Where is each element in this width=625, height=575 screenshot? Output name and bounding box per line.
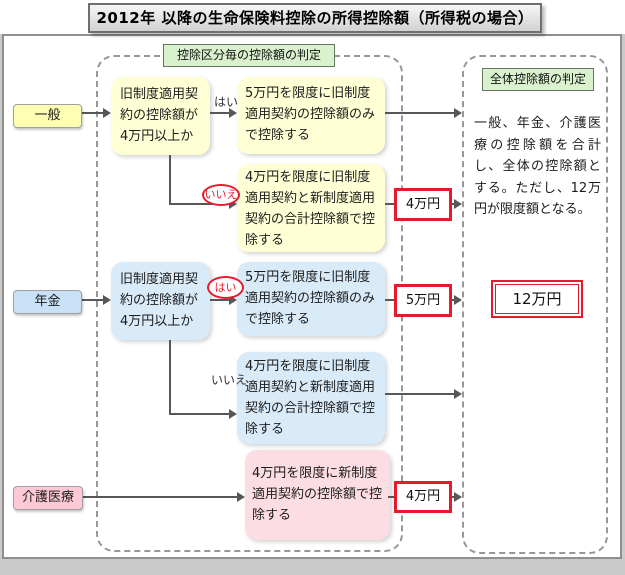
arrowhead-care-to-outcome (237, 492, 245, 502)
line-pension-amount-out (452, 299, 455, 301)
general-no-outcome-box: 4万円を限度に旧制度適用契約と新制度適用契約の合計控除額で控除する (237, 164, 385, 252)
arrowhead-pension-no-to-overall (454, 389, 462, 399)
general-no-circled-label: いいえ (202, 184, 240, 206)
arrowhead-general-no (229, 199, 237, 209)
total-amount-box: 12万円 (491, 280, 583, 318)
category-pension: 年金 (13, 290, 82, 314)
line-pension-to-amount (385, 299, 394, 301)
pension-yes-circled-label: はい (207, 276, 244, 299)
arrow-general-yes-to-overall (385, 112, 455, 114)
line-general-amount-out (452, 203, 455, 205)
page-title: 2012年 以降の生命保険料控除の所得控除額（所得税の場合） (88, 3, 542, 33)
arrowhead-general-yes-to-overall (454, 108, 462, 118)
per-category-judgement-tag: 控除区分毎の控除額の判定 (163, 44, 335, 67)
arrowhead-care-to-overall (454, 492, 462, 502)
arrowhead-pension-to-question (103, 295, 111, 305)
arrow-care-to-outcome (83, 496, 238, 498)
arrow-general-yes (210, 112, 230, 114)
elbow-pension-no-horizontal (169, 413, 230, 415)
general-yes-outcome-box: 5万円を限度に旧制度適用契約の控除額のみで控除する (237, 77, 385, 154)
line-care-amount-out (452, 496, 455, 498)
category-general: 一般 (13, 104, 82, 128)
elbow-general-no-horizontal (169, 203, 230, 205)
arrowhead-pension-yes (229, 295, 237, 305)
pension-yes-outcome-box: 5万円を限度に旧制度適用契約の控除額のみで控除する (237, 262, 385, 336)
care-amount-box: 4万円 (394, 481, 452, 513)
overall-judgement-panel (462, 55, 608, 554)
arrow-general-to-question (82, 112, 104, 114)
line-general-to-amount (385, 203, 394, 205)
arrowhead-pension-yes-to-overall (454, 295, 462, 305)
pension-no-label: いいえ (211, 373, 248, 387)
category-care: 介護医療 (13, 486, 83, 510)
arrow-pension-no-to-overall (385, 393, 455, 395)
arrow-pension-yes (210, 299, 230, 301)
arrowhead-general-no-to-overall (454, 199, 462, 209)
overall-summary-text: 一般、年金、介護医療の控除額を合計し、全体の控除額とする。ただし、12万円が限度… (474, 116, 601, 217)
arrowhead-general-to-question (103, 108, 111, 118)
elbow-general-no-vertical (169, 155, 171, 205)
general-amount-box: 4万円 (394, 188, 452, 221)
line-care-to-amount (388, 496, 394, 498)
care-outcome-box: 4万円を限度に新制度適用契約の控除額で控除する (245, 450, 390, 540)
overall-judgement-tag: 全体控除額の判定 (482, 68, 594, 91)
pension-no-outcome-box: 4万円を限度に旧制度適用契約と新制度適用契約の合計控除額で控除する (237, 352, 385, 444)
total-amount-value: 12万円 (495, 284, 579, 314)
arrowhead-general-yes (229, 108, 237, 118)
arrow-pension-to-question (82, 299, 104, 301)
elbow-pension-no-vertical (169, 340, 171, 415)
general-question-box: 旧制度適用契約の控除額が4万円以上か (111, 77, 210, 155)
arrowhead-pension-no (229, 409, 237, 419)
general-yes-label: はい (214, 95, 239, 109)
pension-amount-box: 5万円 (394, 284, 452, 317)
pension-question-box: 旧制度適用契約の控除額が4万円以上か (111, 262, 210, 340)
